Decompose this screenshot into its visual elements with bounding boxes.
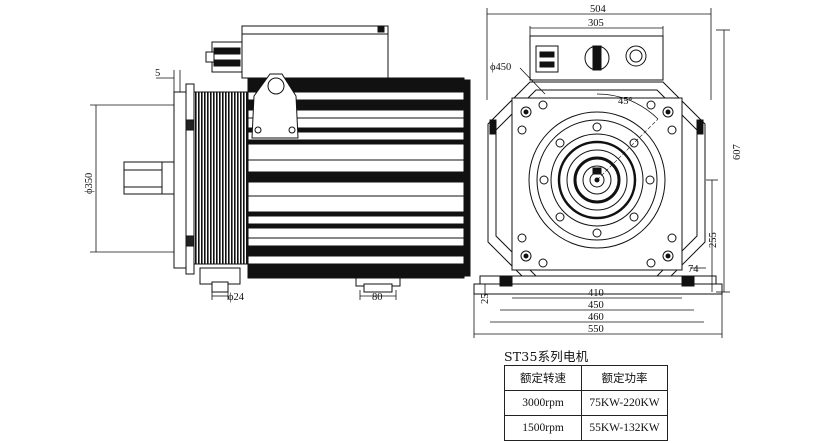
spec-table: 额定转速 额定功率 3000rpm 75KW-220KW 1500rpm 55K… xyxy=(504,365,668,441)
dim-80: 80 xyxy=(372,292,383,303)
cell-power: 55KW-132KW xyxy=(581,415,668,441)
cell-power: 75KW-220KW xyxy=(581,390,668,416)
front-base xyxy=(473,275,723,295)
dim-74: 74 xyxy=(688,264,699,275)
series-title: ST35系列电机 xyxy=(504,349,589,364)
header-rated-speed: 额定转速 xyxy=(504,365,582,391)
front-flange xyxy=(173,83,195,275)
dim-255: 255 xyxy=(708,232,719,248)
table-row: 3000rpm 75KW-220KW xyxy=(504,390,668,416)
table-header-row: 额定转速 额定功率 xyxy=(504,365,668,391)
mounting-feet xyxy=(199,267,401,293)
side-dimension-lines xyxy=(90,70,397,300)
dim-607: 607 xyxy=(732,144,743,160)
cell-speed: 3000rpm xyxy=(504,390,582,416)
dim-450: 450 xyxy=(588,300,604,311)
side-view xyxy=(90,25,471,300)
flange-bolt-holes xyxy=(517,100,677,268)
dim-phi350: ϕ350 xyxy=(84,173,95,194)
terminal-box xyxy=(205,25,389,79)
header-rated-power: 额定功率 xyxy=(581,365,668,391)
dim-550: 550 xyxy=(588,324,604,335)
dim-504: 504 xyxy=(590,4,607,15)
table-row: 1500rpm 55KW-132KW xyxy=(504,415,668,441)
lifting-lug xyxy=(251,73,299,139)
front-view xyxy=(473,8,730,338)
dim-410: 410 xyxy=(588,288,604,299)
front-dimension-lines xyxy=(473,13,730,338)
rear-cover xyxy=(463,79,471,277)
dim-45-degrees: 45° xyxy=(618,96,633,107)
dim-305: 305 xyxy=(588,18,604,29)
cooling-fins xyxy=(193,91,249,265)
dim-25: 25 xyxy=(480,294,491,305)
inner-bolt-circle xyxy=(539,122,655,238)
dim-460: 460 xyxy=(588,312,604,323)
dim-phi24: ϕ24 xyxy=(228,292,245,303)
cell-speed: 1500rpm xyxy=(504,415,582,441)
dimension-labels: 504 305 ϕ450 45° 607 255 74 25 410 450 4… xyxy=(84,4,743,335)
motor-shaft xyxy=(123,161,183,195)
front-terminal-box xyxy=(529,35,664,81)
dim-phi450: ϕ450 xyxy=(490,62,511,73)
motor-body xyxy=(247,77,465,279)
dim-5: 5 xyxy=(155,68,160,79)
